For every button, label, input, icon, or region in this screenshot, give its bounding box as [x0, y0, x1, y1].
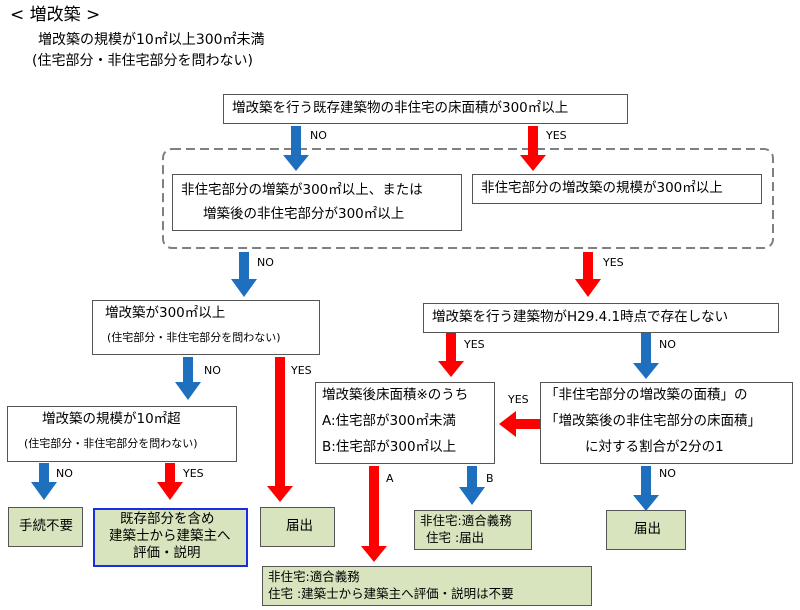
scale-300-box: 増改築が300㎡以上 (住宅部分・非住宅部分を問わない): [92, 300, 320, 355]
label-yes-scale10: YES: [183, 467, 204, 480]
floor-area-line3: B:住宅部が300㎡以上: [322, 439, 457, 455]
floor-area-line1: 増改築後床面積※のうち: [322, 387, 469, 403]
scale-10-line1: 増改築の規模が10㎡超: [42, 411, 181, 427]
arrow-group-no: [231, 252, 257, 297]
scale-10-box: 増改築の規模が10㎡超 (住宅部分・非住宅部分を問わない): [7, 406, 237, 462]
ratio-line3: に対する割合が2分の1: [585, 439, 724, 455]
label-a-floor: A: [386, 472, 394, 485]
floor-area-line2: A:住宅部が300㎡未満: [322, 413, 456, 429]
outcome-compliance-a: 非住宅:適合義務 住宅 :建築士から建築主へ評価・説明は不要: [262, 566, 592, 606]
nonres-addition-line2: 増築後の非住宅部分が300㎡以上: [203, 206, 405, 222]
page-subtitle-2: (住宅部分・非住宅部分を問わない): [32, 53, 253, 69]
arrow-scale10-no: [31, 463, 57, 500]
label-no-h29: NO: [659, 338, 676, 351]
nonres-scale-text: 非住宅部分の増改築の規模が300㎡以上: [481, 180, 723, 196]
h29-question-box: 増改築を行う建築物がH29.4.1時点で存在しない: [423, 303, 779, 333]
scale-10-line2: (住宅部分・非住宅部分を問わない): [24, 437, 198, 450]
label-yes-top: YES: [546, 129, 567, 142]
arrow-top-yes: [520, 126, 546, 171]
arrow-ratio-no: [633, 466, 659, 511]
floor-area-box: 増改築後床面積※のうち A:住宅部が300㎡未満 B:住宅部が300㎡以上: [315, 382, 495, 464]
top-question-box: 増改築を行う既存建築物の非住宅の床面積が300㎡以上: [223, 94, 628, 124]
arrow-group-yes: [575, 252, 601, 297]
page-title: < 増改築 >: [10, 5, 101, 25]
arrow-scale10-yes: [157, 463, 183, 500]
outcome-compliance-b: 非住宅:適合義務 住宅 :届出: [414, 510, 532, 550]
ratio-line2: 「増改築後の非住宅部分の床面積」: [545, 413, 761, 429]
label-yes-ratio: YES: [508, 393, 529, 406]
outcome-compliance-b-line2: 住宅 :届出: [426, 530, 485, 545]
nonres-scale-box: 非住宅部分の増改築の規模が300㎡以上: [472, 174, 762, 204]
page-subtitle-1: 増改築の規模が10㎡以上300㎡未満: [38, 32, 265, 48]
scale-300-line2: (住宅部分・非住宅部分を問わない): [107, 331, 281, 344]
label-yes-group: YES: [603, 256, 624, 269]
dashed-group: [162, 148, 774, 249]
ratio-line1: 「非住宅部分の増改築の面積」の: [545, 387, 748, 403]
outcome-notify-2: 届出: [606, 510, 686, 550]
top-question-text: 増改築を行う既存建築物の非住宅の床面積が300㎡以上: [232, 100, 569, 116]
ratio-box: 「非住宅部分の増改築の面積」の 「増改築後の非住宅部分の床面積」 に対する割合が…: [540, 382, 793, 464]
outcome-explain: 既存部分を含め 建築士から建築主へ 評価・説明: [93, 508, 248, 567]
label-no-scale300: NO: [204, 364, 221, 377]
outcome-compliance-a-line1: 非住宅:適合義務: [268, 569, 360, 584]
label-b-floor: B: [486, 472, 494, 485]
nonres-addition-line1: 非住宅部分の増築が300㎡以上、または: [181, 182, 423, 198]
h29-question-text: 増改築を行う建築物がH29.4.1時点で存在しない: [432, 309, 729, 325]
arrow-h29-no: [633, 332, 659, 379]
label-no-top: NO: [310, 129, 327, 142]
label-no-scale10: NO: [56, 467, 73, 480]
arrow-floor-a: [361, 466, 387, 562]
arrow-ratio-yes: [499, 411, 543, 437]
outcome-explain-line1: 既存部分を含め: [120, 511, 215, 527]
outcome-notify-2-text: 届出: [634, 521, 661, 537]
scale-300-line1: 増改築が300㎡以上: [105, 305, 226, 321]
outcome-no-procedure-text: 手続不要: [19, 518, 73, 534]
outcome-explain-line3: 評価・説明: [133, 545, 201, 561]
outcome-compliance-b-line1: 非住宅:適合義務: [420, 513, 512, 528]
label-yes-h29: YES: [464, 338, 485, 351]
label-yes-scale300: YES: [291, 364, 312, 377]
arrow-scale300-no: [175, 357, 201, 400]
nonres-addition-box: 非住宅部分の増築が300㎡以上、または 増築後の非住宅部分が300㎡以上: [172, 174, 462, 231]
outcome-notify-1: 届出: [260, 507, 335, 547]
arrow-h29-yes: [438, 332, 464, 377]
outcome-explain-line2: 建築士から建築主へ: [109, 528, 231, 544]
arrow-top-no: [283, 126, 309, 171]
outcome-no-procedure: 手続不要: [8, 507, 83, 547]
label-no-ratio: NO: [659, 467, 676, 480]
arrow-floor-b: [459, 466, 485, 505]
outcome-compliance-a-line2: 住宅 :建築士から建築主へ評価・説明は不要: [268, 586, 514, 601]
arrow-scale300-yes: [267, 357, 293, 502]
label-no-group: NO: [257, 256, 274, 269]
outcome-notify-1-text: 届出: [286, 518, 313, 534]
